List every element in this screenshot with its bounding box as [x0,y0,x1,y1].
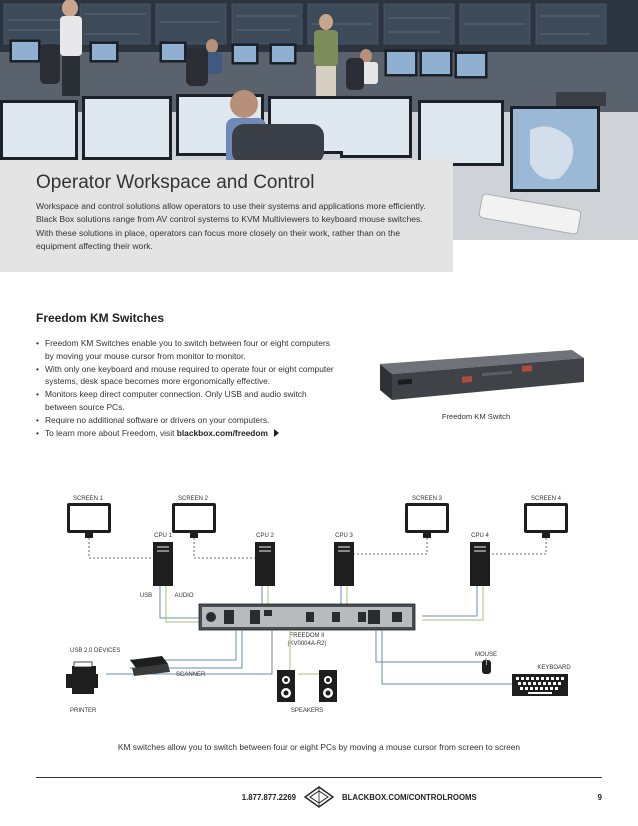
feature-item: Require no additional software or driver… [36,414,336,427]
page-number: 9 [597,793,602,802]
monitor-icon [172,503,216,538]
screen-label: SCREEN 1 [73,496,104,502]
usb-label: USB [140,593,152,599]
footer-divider [36,777,602,778]
screen-label: SCREEN 2 [178,496,209,502]
cpu-tower-icon [334,542,354,586]
intro-banner [0,160,453,272]
learn-more-text: To learn more about Freedom, visit [45,427,177,438]
keyboard-label: KEYBOARD [537,665,571,671]
monitor-icon [67,503,111,538]
cpu-wires [159,586,484,623]
cpu-tower-icon [255,542,275,586]
feature-item: With only one keyboard and mouse require… [36,363,336,389]
speakers-label: SPEAKERS [291,708,323,714]
km-switch-diagram: SCREEN 1 SCREEN 2 SCREEN 3 SCREEN 4 CPU … [66,496,571,714]
device-label: FREEDOM II [289,633,324,639]
usb-devices-label: USB 2.0 DEVICES [70,648,120,654]
cpu-tower-icon [153,542,173,586]
cpu-label: CPU 3 [335,533,353,539]
speaker-icon [319,670,337,702]
intro-paragraph: Workspace and control solutions allow op… [36,201,426,252]
feature-list: Freedom KM Switches enable you to switch… [36,337,336,439]
hero-photo [0,0,638,240]
monitor-icon [524,503,568,538]
control-room-photo [0,0,638,240]
mouse-label: MOUSE [475,652,497,658]
audio-label: AUDIO [174,593,193,599]
feature-item-learn-more: To learn more about Freedom, visit black… [36,427,336,440]
cpu-label: CPU 4 [471,533,489,539]
footer-phone: 1.877.877.2269 [241,793,296,802]
keyboard-icon [512,674,568,696]
screen-label: SCREEN 3 [412,496,443,502]
printer-label: PRINTER [70,708,97,714]
freedom-link[interactable]: blackbox.com/freedom [176,427,268,438]
monitor-icon [405,503,449,538]
printer-icon [66,661,98,694]
footer-url: BLACKBOX.COM/CONTROLROOMS [342,793,477,802]
black-box-logo-icon [304,786,334,808]
feature-item: Monitors keep direct computer connection… [36,388,336,414]
diagram-caption: KM switches allow you to switch between … [117,742,521,752]
cpu-label: CPU 1 [154,533,172,539]
freedom-km-switch-image [380,350,584,400]
scanner-label: SCANNER [176,672,206,678]
scanner-icon [130,656,170,676]
cpu-label: CPU 2 [256,533,274,539]
product-caption: Freedom KM Switch [441,412,511,421]
arrow-right-icon [273,428,279,437]
section-heading: Freedom KM Switches [36,311,165,325]
device-model: (KV0004A-R2) [287,641,326,647]
mouse-icon [482,660,491,674]
feature-item: Freedom KM Switches enable you to switch… [36,337,336,363]
cpu-tower-icon [470,542,490,586]
screen-label: SCREEN 4 [531,496,562,502]
speaker-icon [277,670,295,702]
freedom-switch-unit [198,603,416,631]
page-title: Operator Workspace and Control [36,172,315,193]
